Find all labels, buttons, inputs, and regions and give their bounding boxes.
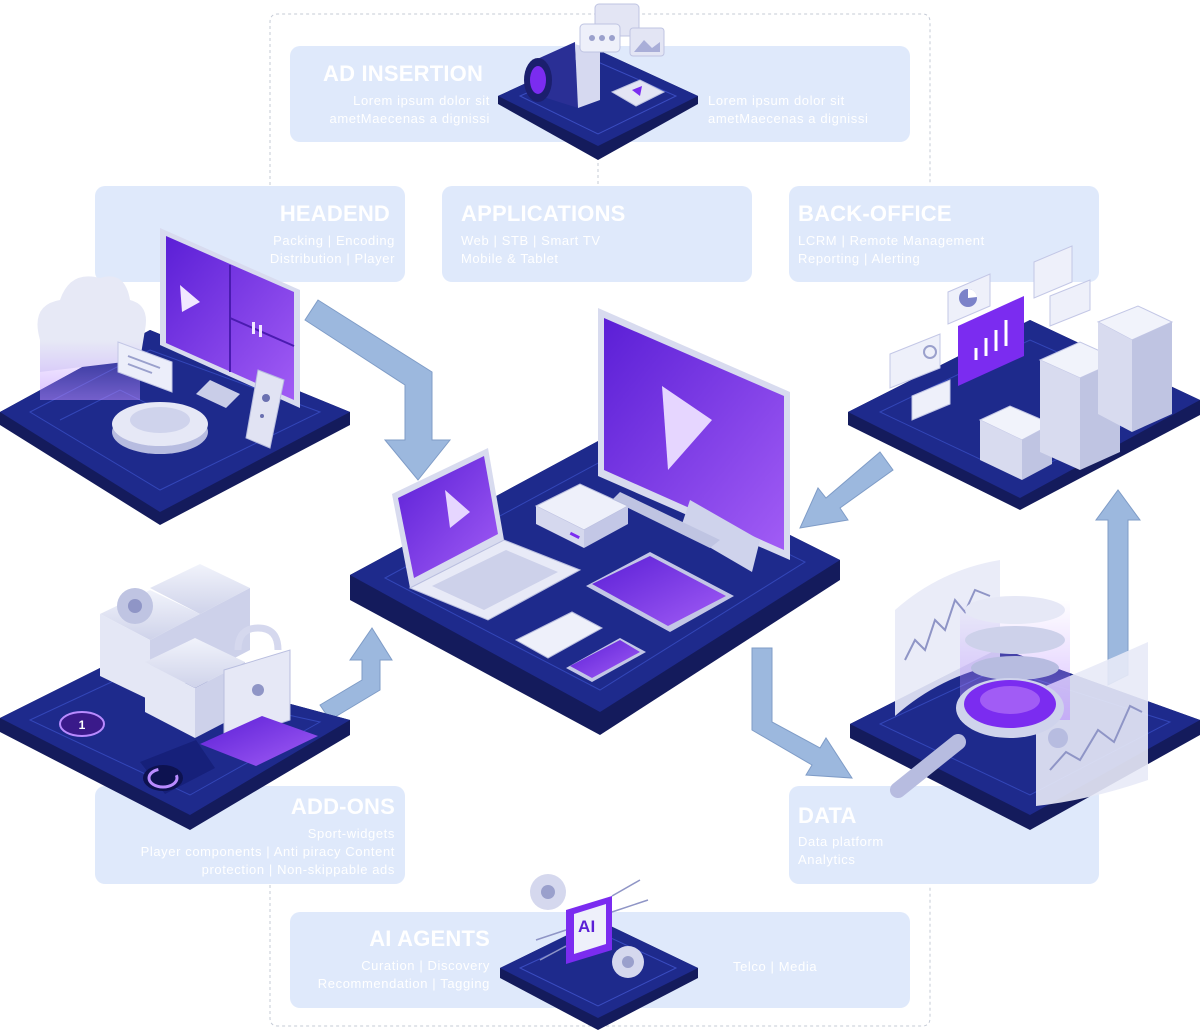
applications-line-2: Mobile & Tablet <box>461 251 559 266</box>
headend-panel <box>95 186 405 282</box>
headend-title: HEADEND <box>279 201 390 226</box>
lock-icon <box>200 624 318 766</box>
svg-text:1: 1 <box>79 718 86 732</box>
laptop-icon <box>392 448 582 621</box>
megaphone-icon <box>524 42 600 108</box>
ai-agents-line-2: Recommendation | Tagging <box>317 976 490 991</box>
applications-title: APPLICATIONS <box>461 201 626 226</box>
report-card-icon <box>889 245 1091 421</box>
headend-line-1: Packing | Encoding <box>273 233 395 248</box>
monitor-icon <box>160 228 300 408</box>
video-card-icon <box>610 79 666 107</box>
data-line-2: Analytics <box>798 852 856 867</box>
ad-insertion-title: AD INSERTION <box>323 61 484 86</box>
ad-insertion-right-line-1: Lorem ipsum dolor sit <box>708 93 845 108</box>
bar-chart-icon <box>958 296 1024 386</box>
cube-grid-icon <box>100 564 250 738</box>
ai-agents-line-1: Curation | Discovery <box>361 958 490 973</box>
ai-agents-title: AI AGENTS <box>369 926 490 951</box>
add-ons-line-2: Player components | Anti piracy Content <box>140 844 395 859</box>
gear-icon <box>530 874 644 978</box>
timer-icon <box>143 765 183 791</box>
big-monitor-icon <box>598 308 790 572</box>
image-card-icon <box>629 27 665 57</box>
arrow-addons-to-center <box>319 627 393 721</box>
add-ons-title: ADD-ONS <box>290 794 395 819</box>
applications-panel <box>442 186 752 282</box>
set-top-box-icon <box>534 483 630 548</box>
badge-one-icon: 1 <box>59 711 105 737</box>
back-office-title: BACK-OFFICE <box>798 201 952 226</box>
data-line-1: Data platform <box>798 834 884 849</box>
puck-icon <box>112 402 208 454</box>
add-ons-line-1: Sport-widgets <box>307 826 395 841</box>
ai-chip-icon <box>535 879 649 964</box>
ad-insertion-right-line-2: ametMaecenas a dignissi <box>708 111 869 126</box>
code-card-icon <box>117 341 173 393</box>
back-office-line-1: LCRM | Remote Management <box>798 233 985 248</box>
magnifier-icon <box>890 678 1064 798</box>
cloud-icon <box>37 276 146 400</box>
ai-agents-platform <box>500 920 698 1030</box>
remote-control-icon <box>245 369 285 449</box>
ad-insertion-left-line-2: ametMaecenas a dignissi <box>329 111 490 126</box>
chat-bubble-icon <box>579 3 640 53</box>
server-icon <box>978 305 1174 480</box>
arrow-backoffice-to-center <box>799 451 894 529</box>
phone-icon <box>514 611 646 682</box>
tablet-icon <box>586 552 734 632</box>
back-office-line-2: Reporting | Alerting <box>798 251 921 266</box>
ai-agents-right-text: Telco | Media <box>733 959 818 974</box>
arrow-headend-to-center <box>304 299 452 481</box>
ai-chip-label: AI <box>578 917 596 936</box>
ad-insertion-left-line-1: Lorem ipsum dolor sit <box>353 93 490 108</box>
arrow-data-to-backoffice <box>1095 489 1141 686</box>
add-ons-line-3: protection | Non-skippable ads <box>201 862 395 877</box>
applications-line-1: Web | STB | Smart TV <box>461 233 601 248</box>
headend-line-2: Distribution | Player <box>269 251 395 266</box>
data-title: DATA <box>798 803 857 828</box>
pause-icon <box>252 322 262 337</box>
play-icon <box>180 285 200 312</box>
pie-chart-icon <box>947 273 991 325</box>
gear-icon <box>117 588 153 624</box>
arrow-center-to-data <box>751 647 853 779</box>
